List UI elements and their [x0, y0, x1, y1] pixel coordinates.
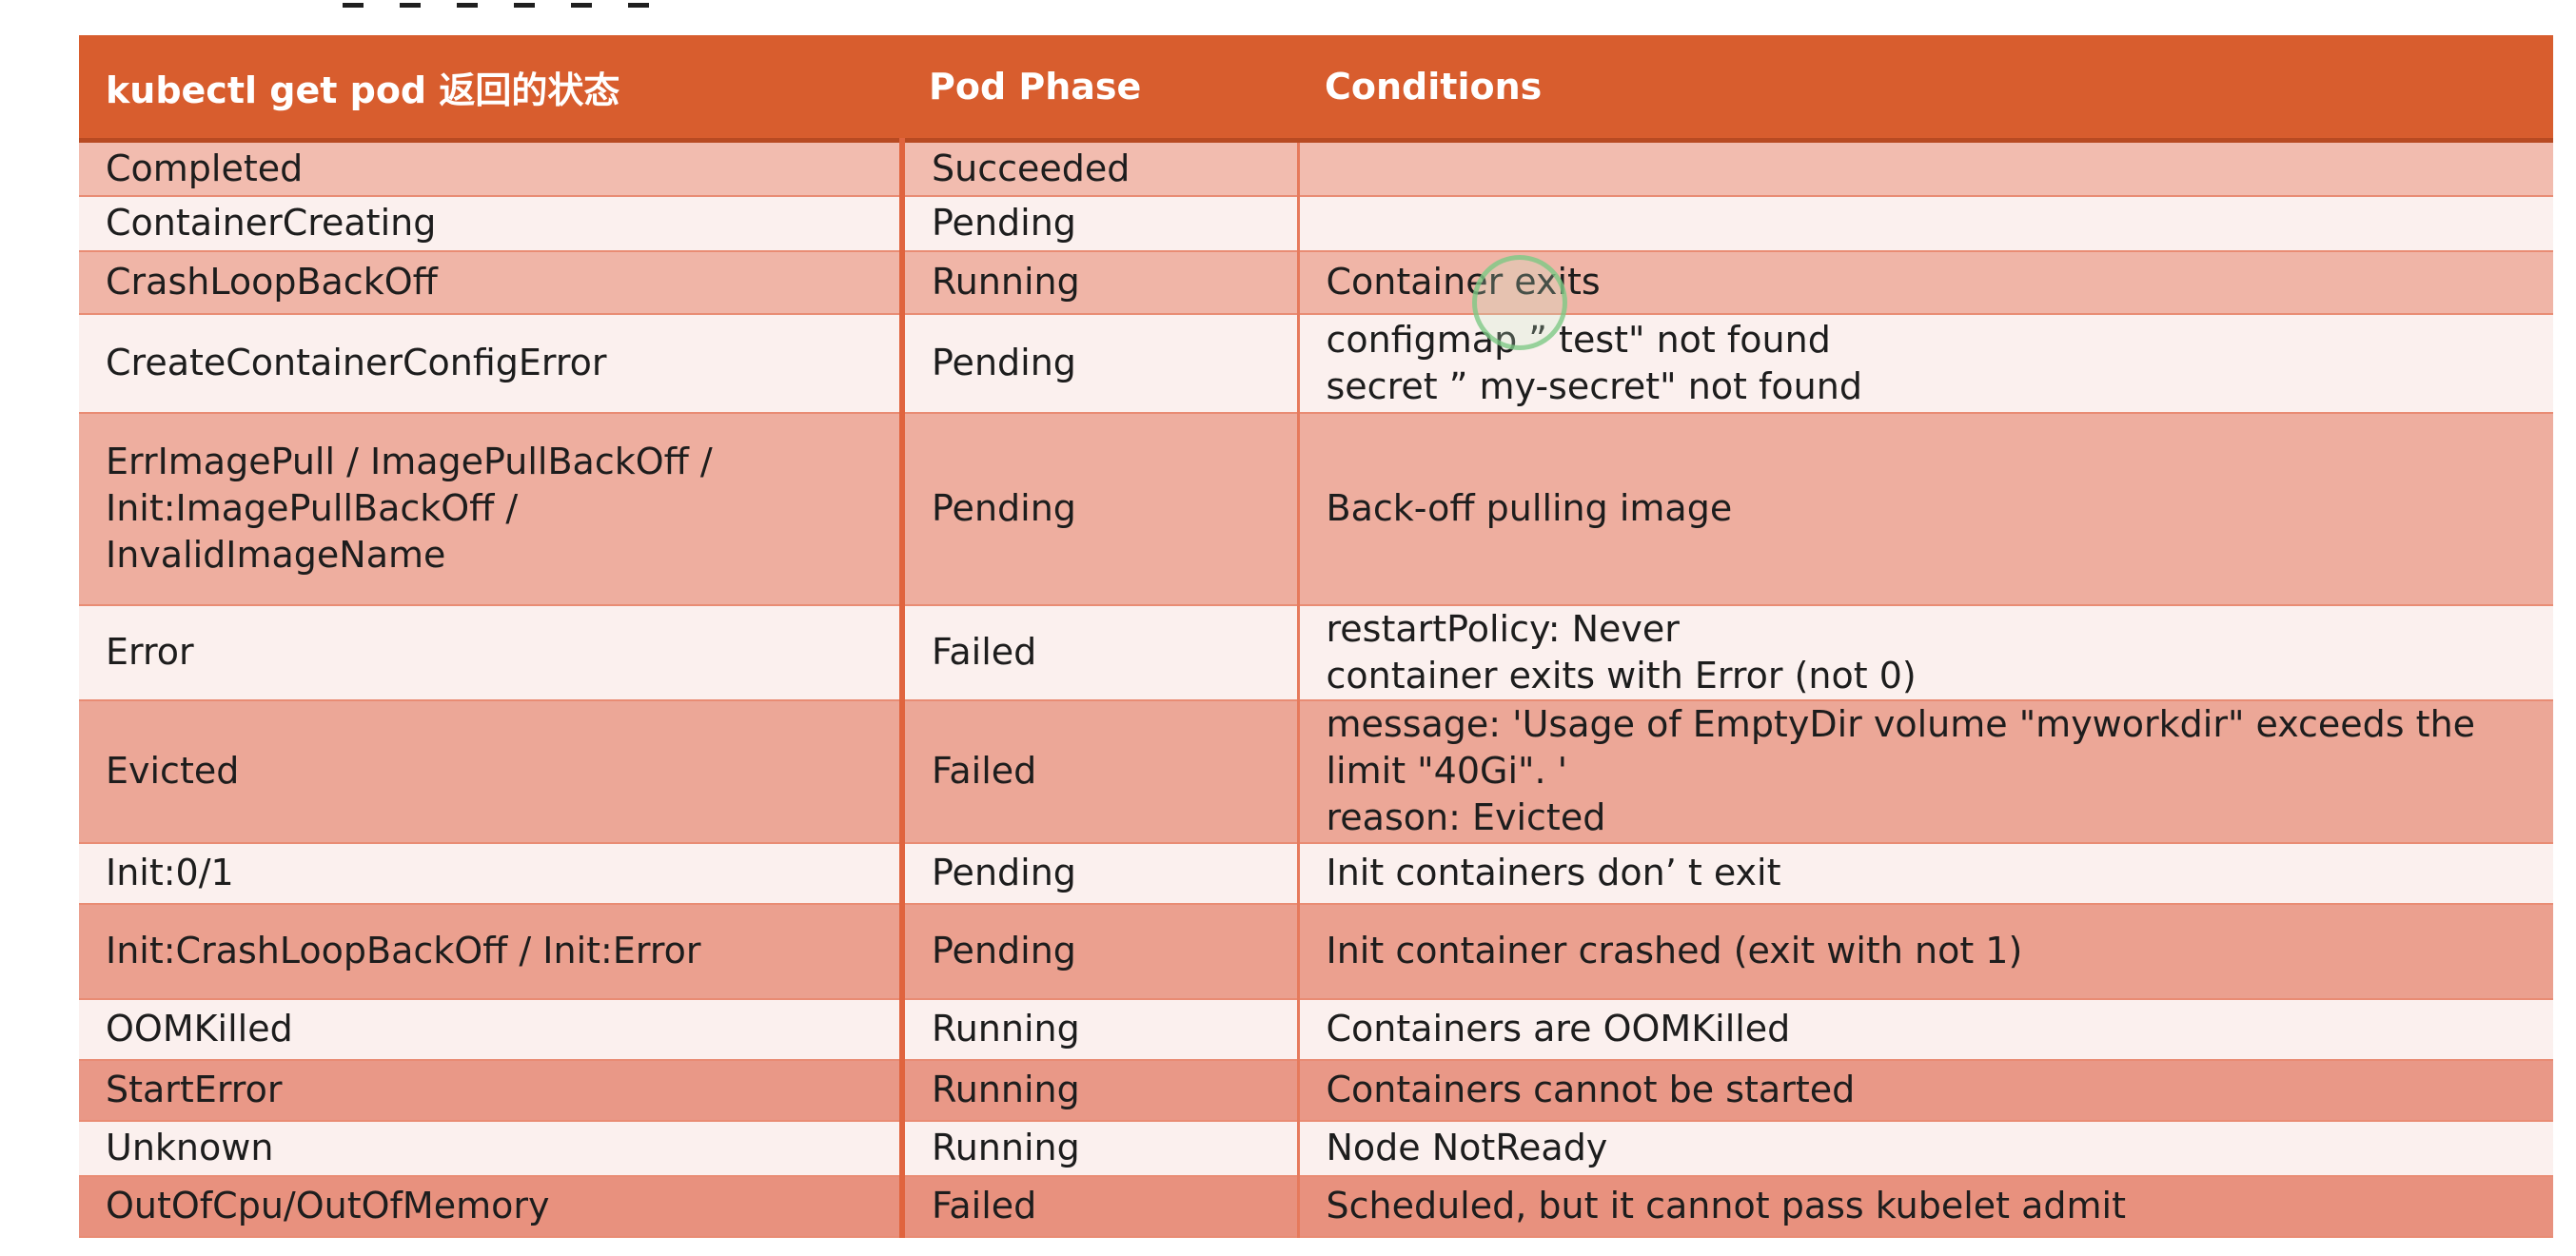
condition-line: Init containers don’ t exit	[1326, 852, 1781, 893]
phase-cell: Pending	[902, 411, 1300, 606]
status-cell: StartError	[79, 1058, 905, 1122]
status-cell: Init:CrashLoopBackOff / Init:Error	[79, 902, 905, 1000]
condition-line: restartPolicy: Never	[1326, 607, 1680, 650]
status-cell: ContainerCreating	[79, 194, 905, 252]
phase-cell: Pending	[902, 902, 1300, 1000]
header-kubectl-status: kubectl get pod 返回的状态	[79, 35, 902, 143]
status-line: InvalidImageName	[106, 534, 446, 576]
conditions-cell: message: 'Usage of EmptyDir volume "mywo…	[1298, 698, 2553, 844]
status-line: ErrImagePull / ImagePullBackOff /	[106, 441, 713, 482]
phase-cell: Running	[902, 1119, 1300, 1177]
conditions-cell: Containers are OOMKilled	[1298, 997, 2553, 1061]
condition-line: Containers cannot be started	[1326, 1069, 1856, 1110]
title-glyph-fragment	[514, 0, 535, 8]
status-cell: Init:0/1	[79, 841, 905, 905]
status-cell: Completed	[79, 139, 905, 197]
conditions-cell: Back-off pulling image	[1298, 411, 2553, 606]
phase-cell: Running	[902, 997, 1300, 1061]
condition-line: container exits with Error (not 0)	[1326, 654, 1917, 697]
table-header-row: kubectl get pod 返回的状态 Pod Phase Conditio…	[79, 35, 2553, 143]
phase-cell: Succeeded	[902, 139, 1300, 197]
conditions-cell: Container exits	[1298, 249, 2553, 315]
condition-line: configmap ” test" not found	[1326, 318, 1831, 361]
cropped-title-fragment	[343, 0, 649, 8]
condition-line: Init container crashed (exit with not 1)	[1326, 930, 2023, 971]
header-pod-phase: Pod Phase	[902, 35, 1298, 143]
condition-line: Back-off pulling image	[1326, 487, 1733, 529]
pod-status-table: kubectl get pod 返回的状态 Pod Phase Conditio…	[79, 35, 2553, 1238]
conditions-cell: Scheduled, but it cannot pass kubelet ad…	[1298, 1174, 2553, 1238]
conditions-cell: Init container crashed (exit with not 1)	[1298, 902, 2553, 1000]
status-cell: OutOfCpu/OutOfMemory	[79, 1174, 905, 1238]
phase-cell: Failed	[902, 698, 1300, 844]
condition-line: Containers are OOMKilled	[1326, 1008, 1791, 1050]
condition-line: Container exits	[1326, 261, 1601, 303]
status-cell: ErrImagePull / ImagePullBackOff / Init:Im…	[79, 411, 905, 606]
condition-line: Scheduled, but it cannot pass kubelet ad…	[1326, 1185, 2127, 1227]
phase-cell: Pending	[902, 312, 1300, 414]
phase-cell: Pending	[902, 841, 1300, 905]
conditions-cell: Containers cannot be started	[1298, 1058, 2553, 1122]
status-cell: CreateContainerConfigError	[79, 312, 905, 414]
table-row: ErrImagePull / ImagePullBackOff / Init:Im…	[79, 411, 2553, 606]
status-cell: Evicted	[79, 698, 905, 844]
phase-cell: Pending	[902, 194, 1300, 252]
condition-line: message: 'Usage of EmptyDir volume "mywo…	[1326, 703, 2476, 745]
status-cell: OOMKilled	[79, 997, 905, 1061]
condition-line: limit "40Gi". '	[1326, 750, 1568, 792]
status-line: Init:ImagePullBackOff /	[106, 487, 519, 529]
phase-cell: Failed	[902, 603, 1300, 701]
conditions-cell: Node NotReady	[1298, 1119, 2553, 1177]
conditions-cell	[1298, 194, 2553, 252]
condition-line: secret ” my-secret" not found	[1326, 364, 1862, 407]
slide-canvas: kubectl get pod 返回的状态 Pod Phase Conditio…	[79, 35, 2553, 1242]
status-cell: CrashLoopBackOff	[79, 249, 905, 315]
status-cell: Unknown	[79, 1119, 905, 1177]
condition-line: reason: Evicted	[1326, 796, 1606, 838]
phase-cell: Running	[902, 1058, 1300, 1122]
phase-cell: Failed	[902, 1174, 1300, 1238]
conditions-cell: Init containers don’ t exit	[1298, 841, 2553, 905]
title-glyph-fragment	[400, 0, 421, 8]
conditions-cell	[1298, 139, 2553, 197]
title-glyph-fragment	[628, 0, 649, 8]
status-cell: Error	[79, 603, 905, 701]
title-glyph-fragment	[571, 0, 592, 8]
condition-line: Node NotReady	[1326, 1127, 1608, 1168]
phase-cell: Running	[902, 249, 1300, 315]
title-glyph-fragment	[457, 0, 478, 8]
title-glyph-fragment	[343, 0, 364, 8]
header-conditions: Conditions	[1298, 35, 2553, 143]
